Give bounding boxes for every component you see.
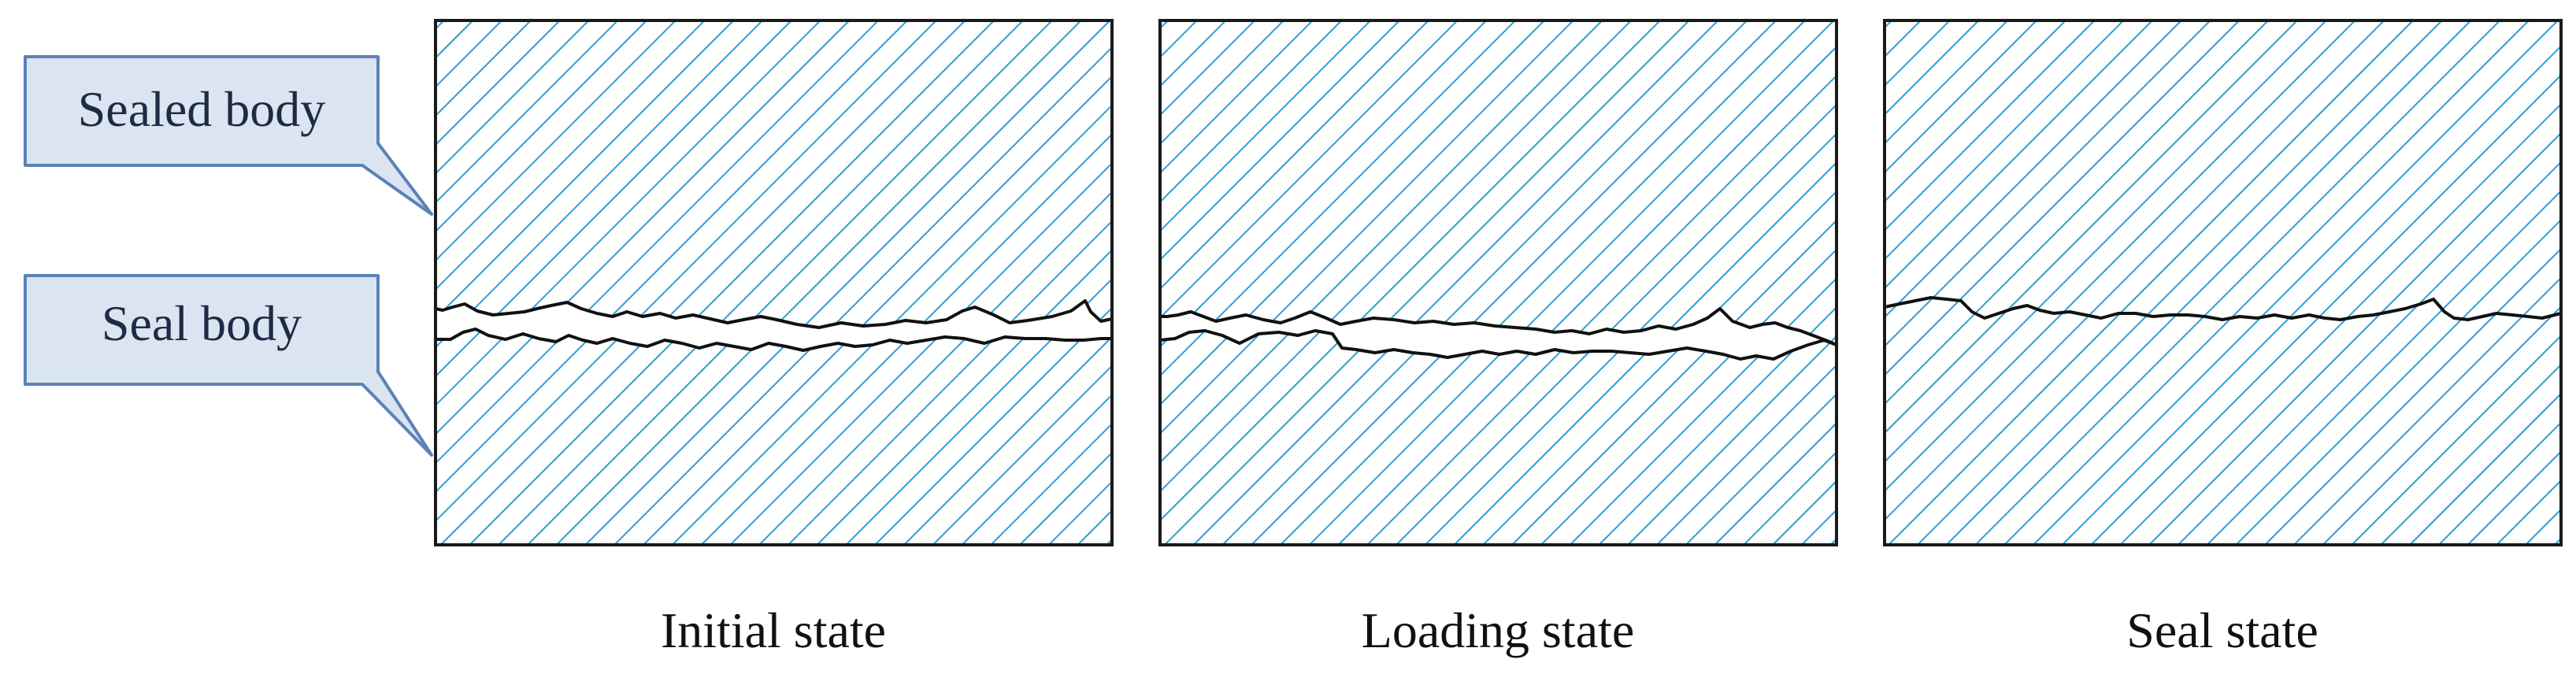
panel-loading-state: Loading state	[1158, 19, 1838, 658]
seal-body-region	[436, 329, 1112, 545]
panel-caption: Seal state	[2126, 602, 2318, 658]
seal-body-surface	[1159, 329, 1837, 361]
panel-frame	[1158, 19, 1838, 546]
panel-initial-state: Initial state	[434, 19, 1114, 658]
callout-sealed-body: Sealed body	[24, 55, 433, 216]
sealed-body-region	[436, 20, 1112, 328]
sealed-body-region	[1160, 20, 1837, 345]
panel-seal-state: Seal state	[1883, 19, 2563, 658]
panel-caption: Loading state	[1362, 602, 1635, 658]
seal-body-region	[1160, 331, 1837, 545]
seal-interface-surface	[1884, 296, 2562, 321]
panel-caption: Initial state	[661, 602, 886, 658]
callout-seal-body: Seal body	[24, 274, 433, 457]
seal-body-surface	[436, 328, 1112, 352]
panel-frame	[1883, 19, 2563, 546]
callout-seal-body-label: Seal body	[102, 295, 302, 351]
panel-frame	[434, 19, 1114, 546]
sealed-body-region	[1885, 20, 2561, 545]
sealed-body-surface	[1160, 307, 1837, 346]
sealed-body-surface	[435, 299, 1113, 329]
callout-sealed-body-label: Sealed body	[78, 81, 326, 137]
